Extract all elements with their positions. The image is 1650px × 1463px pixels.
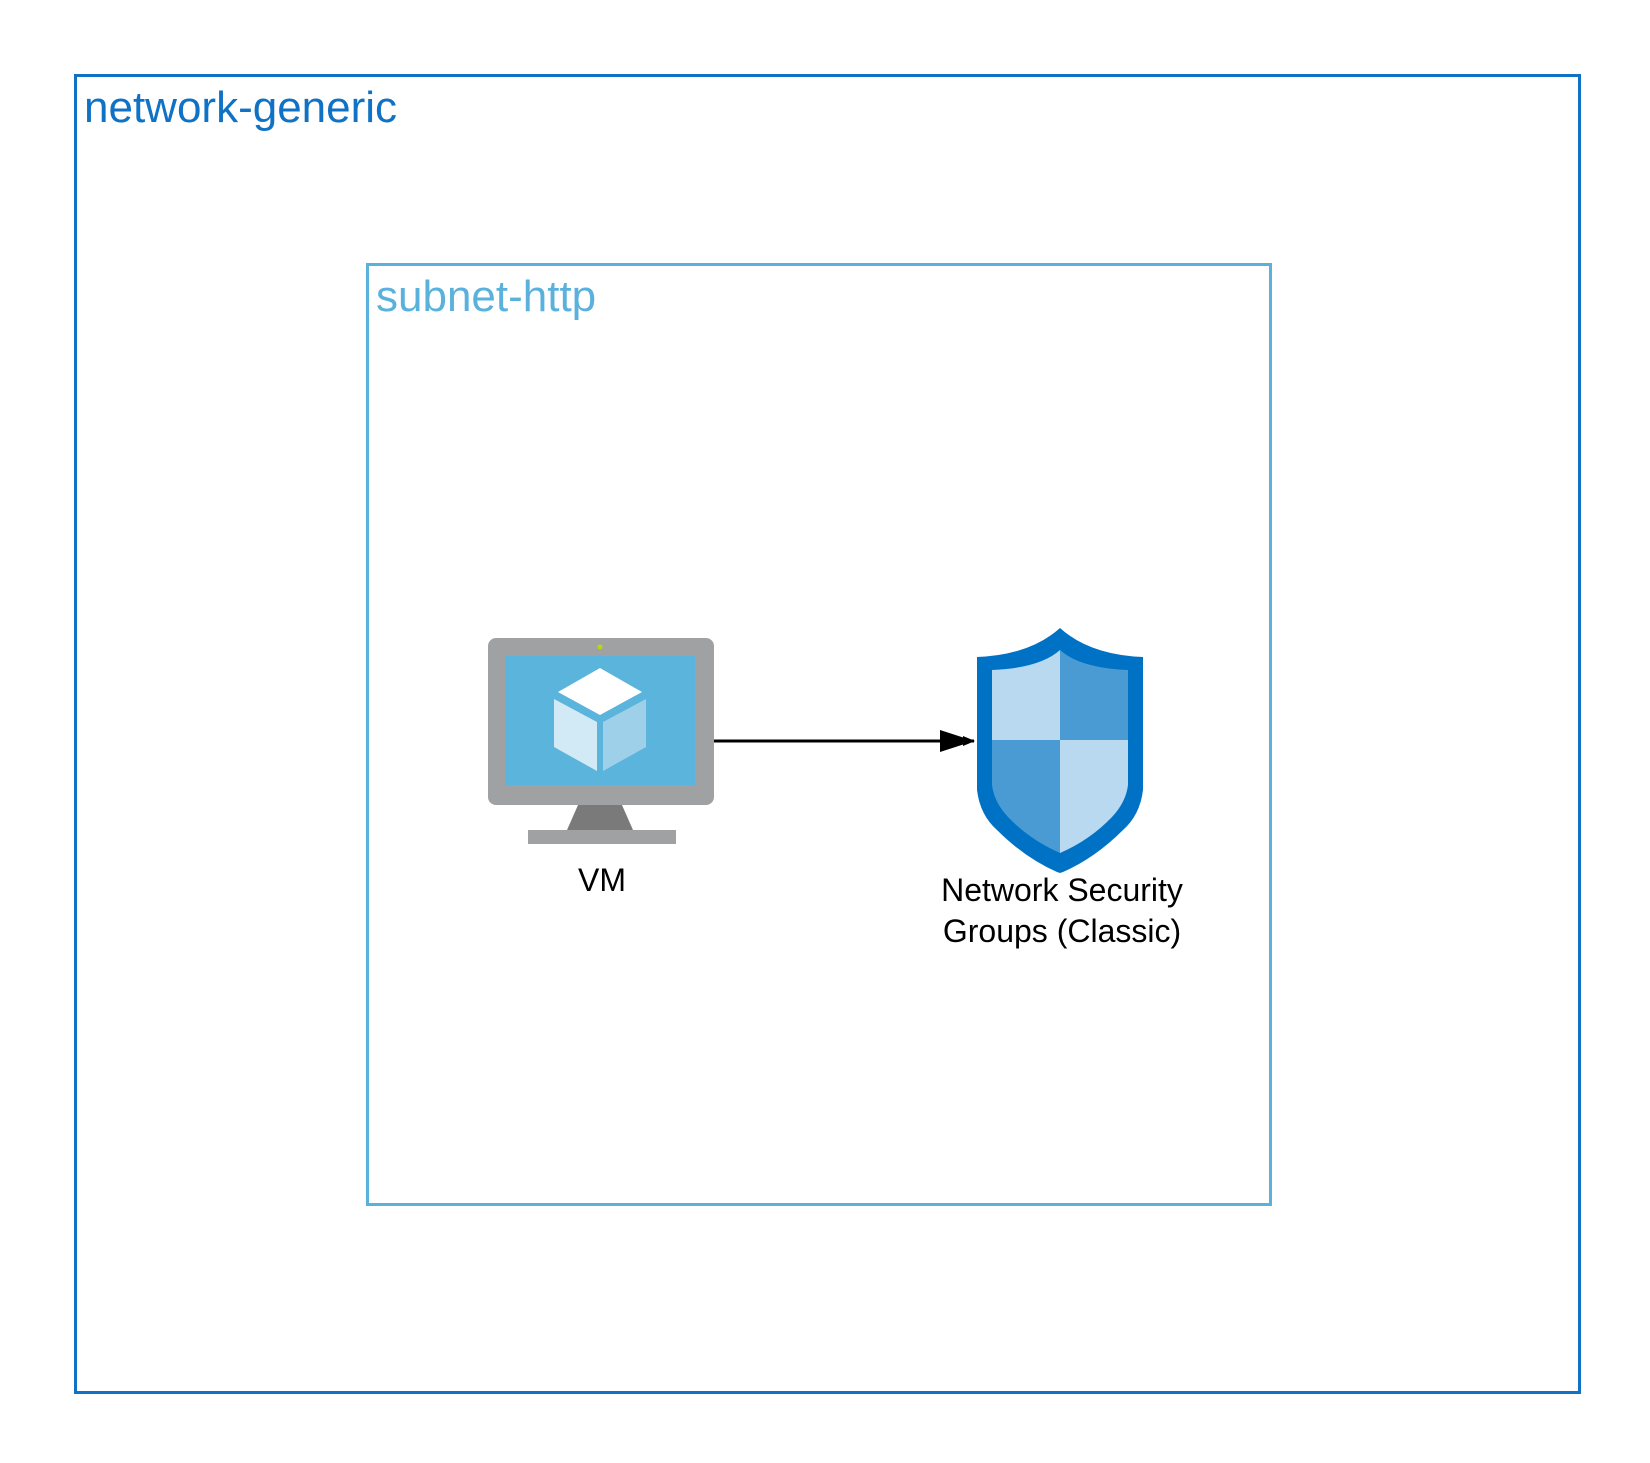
vm-label: VM: [578, 862, 626, 898]
virtual-machine-icon[interactable]: [488, 638, 714, 844]
shield-quadrant-bottom-left: [992, 740, 1060, 853]
cube-icon: [554, 668, 646, 771]
nsg-label: Network Security Groups (Classic): [941, 872, 1183, 949]
network-security-group-shield-icon[interactable]: [977, 628, 1143, 873]
monitor-neck: [567, 805, 633, 830]
network-group-label: network-generic: [84, 83, 398, 132]
arrowhead-icon: [940, 730, 974, 752]
monitor-indicator-light: [597, 644, 603, 650]
shield-quadrant-bottom-right: [1060, 740, 1128, 853]
shield-quadrant-top-left: [992, 650, 1060, 740]
monitor-base: [528, 830, 676, 844]
shield-quadrant-top-right: [1060, 650, 1128, 740]
subnet-group-label: subnet-http: [376, 272, 597, 321]
network-group-box: [74, 74, 1581, 1394]
subnet-group-box: [366, 263, 1272, 1206]
